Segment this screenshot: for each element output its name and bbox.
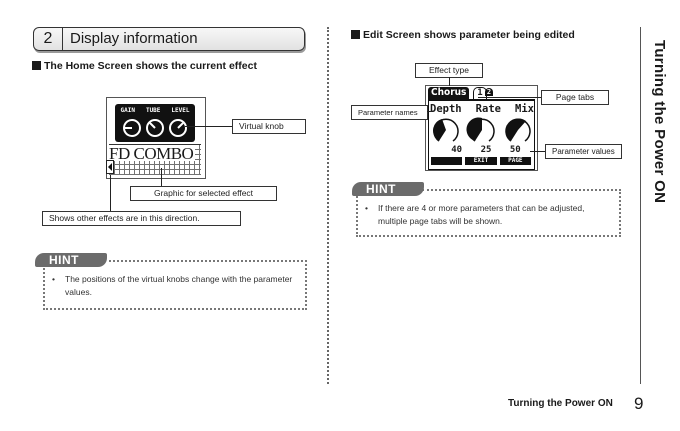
section-number: 2	[34, 28, 63, 50]
callout-param-names: Parameter names	[351, 105, 428, 120]
param-name-depth: Depth	[430, 103, 462, 115]
knob-label-level: LEVEL	[171, 107, 190, 114]
param-value-depth: 40	[451, 145, 463, 155]
leader-line	[427, 111, 432, 112]
knob-icon	[433, 118, 459, 142]
soft-key-1[interactable]	[431, 157, 463, 165]
knob-icon	[169, 119, 187, 137]
leader-line	[530, 151, 546, 152]
effect-type-tab: Chorus	[428, 87, 470, 99]
virtual-knobs	[123, 119, 187, 137]
square-bullet-icon	[32, 61, 41, 70]
soft-key-exit[interactable]: EXIT	[465, 157, 497, 165]
callout-virtual-knob: Virtual knob	[232, 119, 306, 134]
leader-line	[449, 77, 450, 86]
knob-icon	[123, 119, 141, 137]
param-knobs	[433, 117, 531, 142]
callout-page-tabs: Page tabs	[541, 90, 609, 105]
hint-content: • If there are 4 or more parameters that…	[365, 202, 615, 228]
edit-screen-body	[428, 99, 535, 170]
left-arrow-indicator	[106, 160, 114, 174]
hint-top-border	[104, 260, 307, 262]
knob-icon	[146, 119, 164, 137]
hint-top-border	[422, 189, 621, 191]
effect-name: FD COMBO	[109, 144, 196, 163]
knob-label-tube: TUBE	[145, 107, 161, 114]
callout-param-values: Parameter values	[545, 144, 622, 159]
square-bullet-icon	[351, 30, 360, 39]
param-value-rate: 25	[480, 145, 492, 155]
leader-line	[185, 126, 232, 127]
sidebar-rule	[640, 27, 641, 384]
edit-screen-subheading-text: Edit Screen shows parameter being edited	[363, 29, 575, 41]
footer-title: Turning the Power ON	[508, 398, 613, 409]
column-divider	[327, 27, 329, 384]
hint-text: If there are 4 or more parameters that c…	[378, 203, 585, 226]
home-screen-subheading: The Home Screen shows the current effect	[32, 60, 257, 72]
home-screen-subheading-text: The Home Screen shows the current effect	[44, 60, 257, 72]
knob-label-gain: GAIN	[120, 107, 135, 114]
callout-effect-type: Effect type	[415, 63, 483, 78]
hint-text: The positions of the virtual knobs chang…	[65, 274, 293, 297]
edit-screen-subheading: Edit Screen shows parameter being edited	[351, 29, 575, 41]
page-tab-2: 2	[485, 88, 493, 96]
leader-line	[110, 175, 111, 212]
page-number: 9	[634, 394, 644, 413]
section-heading: 2 Display information	[33, 27, 305, 51]
param-name-mix: Mix	[515, 103, 534, 115]
sidebar-title: Turning the Power ON	[651, 40, 668, 204]
bullet-icon: •	[365, 203, 368, 213]
hint-label: HINT	[352, 182, 424, 196]
knob-icon	[466, 117, 495, 142]
section-title: Display information	[70, 30, 198, 47]
hint-label: HINT	[35, 253, 107, 267]
effect-graphic: FD COMBO	[109, 144, 201, 175]
hint-content: • The positions of the virtual knobs cha…	[52, 273, 298, 299]
knob-icon	[505, 118, 531, 142]
soft-key-page[interactable]: PAGE	[499, 157, 531, 165]
callout-graphic: Graphic for selected effect	[130, 186, 277, 201]
leader-line	[161, 168, 162, 186]
bullet-icon: •	[52, 274, 55, 284]
leader-line	[478, 97, 541, 98]
hint-box	[356, 189, 621, 237]
arrow-left-icon	[108, 163, 112, 171]
home-screen-display: GAIN TUBE LEVEL FD COMBO	[106, 97, 206, 179]
callout-direction: Shows other effects are in this directio…	[42, 211, 241, 226]
param-value-mix: 50	[509, 145, 521, 155]
param-name-rate: Rate	[475, 103, 501, 115]
knob-panel: GAIN TUBE LEVEL	[115, 104, 195, 142]
edit-screen-display: Chorus 1 2 Depth Rate Mix 40 25 50 EXIT …	[425, 85, 538, 171]
hint-box	[43, 260, 307, 310]
